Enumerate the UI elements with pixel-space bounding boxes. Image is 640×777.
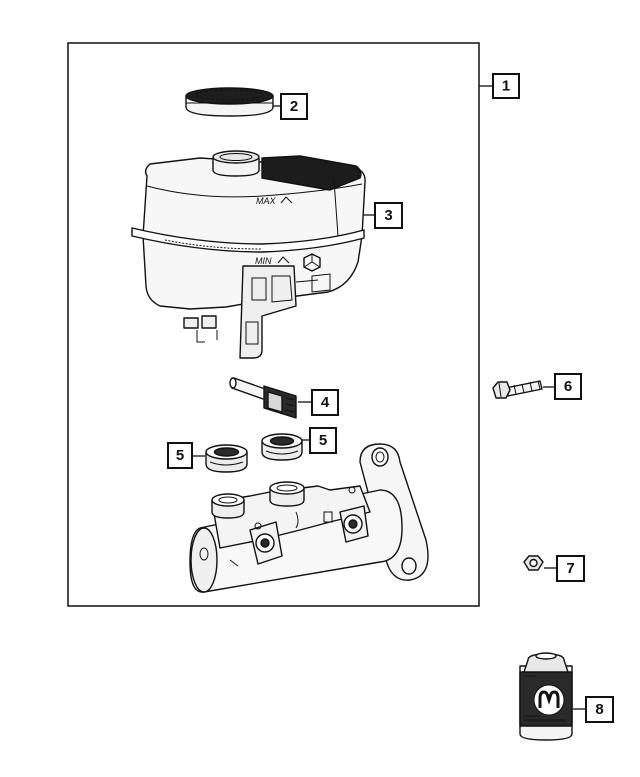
- callout-1: 1: [492, 73, 520, 99]
- svg-text:5: 5: [319, 432, 327, 449]
- svg-text:5: 5: [176, 447, 184, 464]
- reservoir-cap: [185, 87, 274, 117]
- fluid-level-sensor: [229, 377, 297, 419]
- svg-text:4: 4: [321, 394, 330, 411]
- callout-4: 4: [311, 389, 339, 416]
- max-mark: MAX: [256, 196, 277, 206]
- master-cylinder: [189, 443, 429, 593]
- grommet-left: [205, 444, 248, 473]
- callout-5-right: 5: [309, 427, 337, 454]
- svg-text:8: 8: [595, 701, 603, 718]
- hex-nut: [523, 555, 544, 571]
- svg-text:1: 1: [502, 78, 510, 95]
- callout-6: 6: [554, 373, 582, 400]
- callout-2: 2: [280, 93, 308, 120]
- svg-text:7: 7: [566, 560, 574, 577]
- min-mark: MIN: [255, 256, 272, 266]
- fluid-reservoir: MAX MIN: [131, 150, 366, 359]
- callout-3: 3: [374, 202, 403, 229]
- svg-text:3: 3: [384, 207, 392, 224]
- flange-bolt: [492, 380, 543, 399]
- callout-5-left: 5: [167, 442, 193, 469]
- brake-fluid-bottle: [519, 652, 573, 741]
- callout-7: 7: [556, 555, 585, 582]
- svg-text:2: 2: [290, 98, 298, 115]
- callout-8: 8: [585, 696, 614, 723]
- leader-lines: [191, 85, 586, 710]
- assembly-frame: [67, 42, 480, 607]
- svg-text:6: 6: [564, 378, 572, 395]
- grommet-right: [261, 433, 303, 461]
